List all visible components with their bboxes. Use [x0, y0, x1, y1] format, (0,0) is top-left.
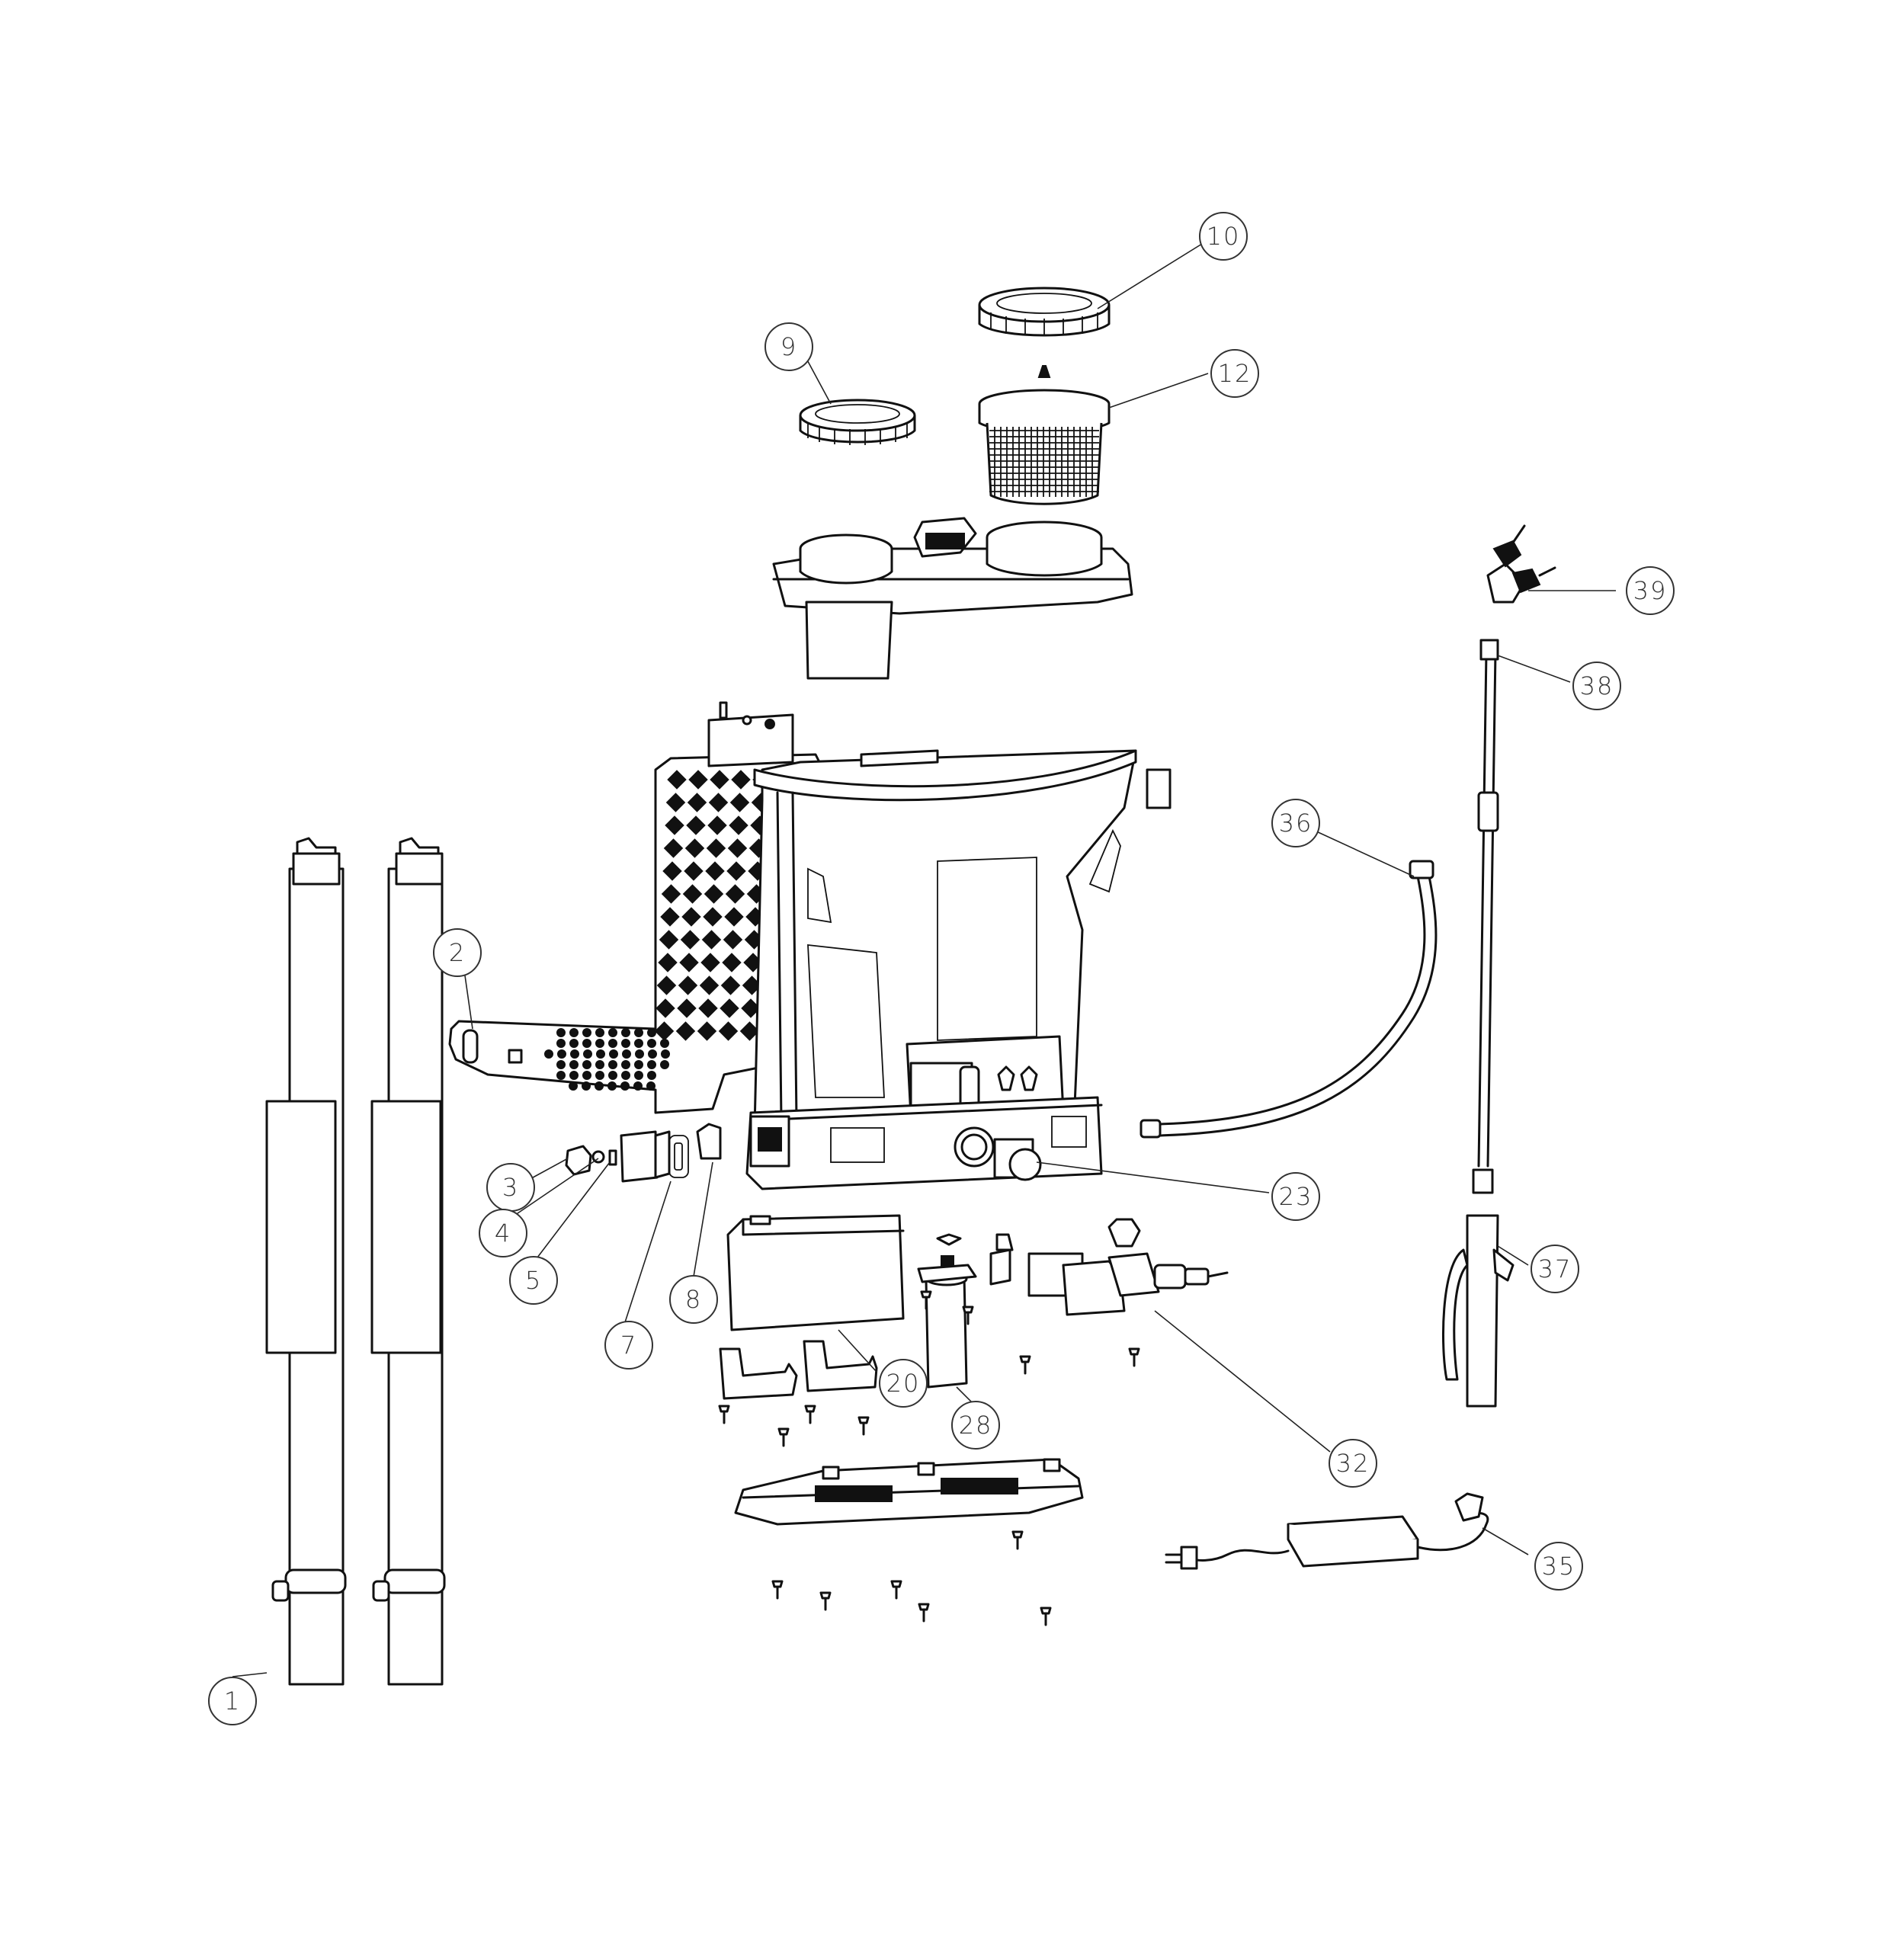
callout-7: 7 — [604, 1321, 653, 1370]
bottom-plate — [734, 1458, 1084, 1526]
callout-1: 1 — [208, 1677, 257, 1725]
callout-label: 1 — [224, 1687, 241, 1716]
screw — [962, 1305, 974, 1325]
callout-9: 9 — [764, 322, 813, 371]
filter-basket — [978, 389, 1111, 505]
callout-2: 2 — [433, 928, 482, 977]
spray-lance — [1441, 524, 1556, 1408]
battery — [719, 1214, 905, 1400]
callout-3: 3 — [486, 1163, 535, 1212]
tank-lid — [772, 517, 1133, 680]
callout-label: 35 — [1542, 1552, 1576, 1581]
screw — [819, 1591, 832, 1611]
screw — [857, 1416, 870, 1436]
screw — [890, 1580, 902, 1600]
charger — [1165, 1492, 1489, 1570]
callout-8: 8 — [669, 1275, 718, 1324]
screw — [918, 1603, 930, 1623]
screw — [1040, 1607, 1052, 1626]
callout-label: 37 — [1538, 1254, 1572, 1283]
callout-label: 9 — [781, 332, 797, 361]
screw — [718, 1405, 730, 1424]
callout-28: 28 — [951, 1401, 1000, 1450]
spray-tank — [745, 749, 1172, 1190]
callout-label: 28 — [959, 1411, 993, 1440]
back-plate — [448, 701, 825, 1114]
callout-label: 8 — [685, 1285, 702, 1314]
callout-label: 23 — [1279, 1182, 1313, 1211]
callout-label: 36 — [1279, 809, 1313, 838]
callout-label: 4 — [495, 1219, 511, 1248]
callout-32: 32 — [1329, 1439, 1377, 1488]
callout-label: 38 — [1580, 671, 1614, 700]
screw — [771, 1580, 784, 1600]
screw — [1128, 1347, 1140, 1367]
callout-label: 3 — [502, 1173, 519, 1202]
callout-label: 10 — [1207, 222, 1241, 251]
motor — [917, 1233, 977, 1389]
callout-23: 23 — [1271, 1172, 1320, 1221]
callout-12: 12 — [1210, 349, 1259, 398]
callout-4: 4 — [479, 1209, 527, 1257]
callout-20: 20 — [879, 1359, 928, 1408]
callout-37: 37 — [1531, 1245, 1579, 1293]
shoulder-straps — [265, 837, 446, 1686]
large-cap — [978, 287, 1111, 378]
screw — [1011, 1530, 1024, 1550]
callout-label: 12 — [1218, 359, 1252, 388]
small-cap — [799, 399, 916, 445]
callout-label: 5 — [525, 1266, 542, 1295]
callout-10: 10 — [1199, 212, 1248, 261]
screw — [920, 1290, 932, 1310]
callout-label: 2 — [449, 938, 466, 967]
callout-5: 5 — [509, 1256, 558, 1305]
callout-label: 7 — [620, 1331, 637, 1360]
hose — [1140, 860, 1438, 1139]
callout-label: 20 — [886, 1369, 921, 1398]
callout-label: 39 — [1633, 576, 1668, 605]
callout-label: 32 — [1336, 1449, 1370, 1478]
screw — [777, 1427, 790, 1447]
callout-36: 36 — [1271, 799, 1320, 847]
pump-assembly — [989, 1218, 1229, 1316]
screw — [804, 1405, 816, 1424]
callout-35: 35 — [1534, 1542, 1583, 1591]
switch-parts — [565, 1123, 722, 1183]
callout-39: 39 — [1626, 566, 1675, 615]
screw — [1019, 1355, 1031, 1375]
screws — [718, 1290, 1140, 1626]
callout-38: 38 — [1572, 662, 1621, 710]
